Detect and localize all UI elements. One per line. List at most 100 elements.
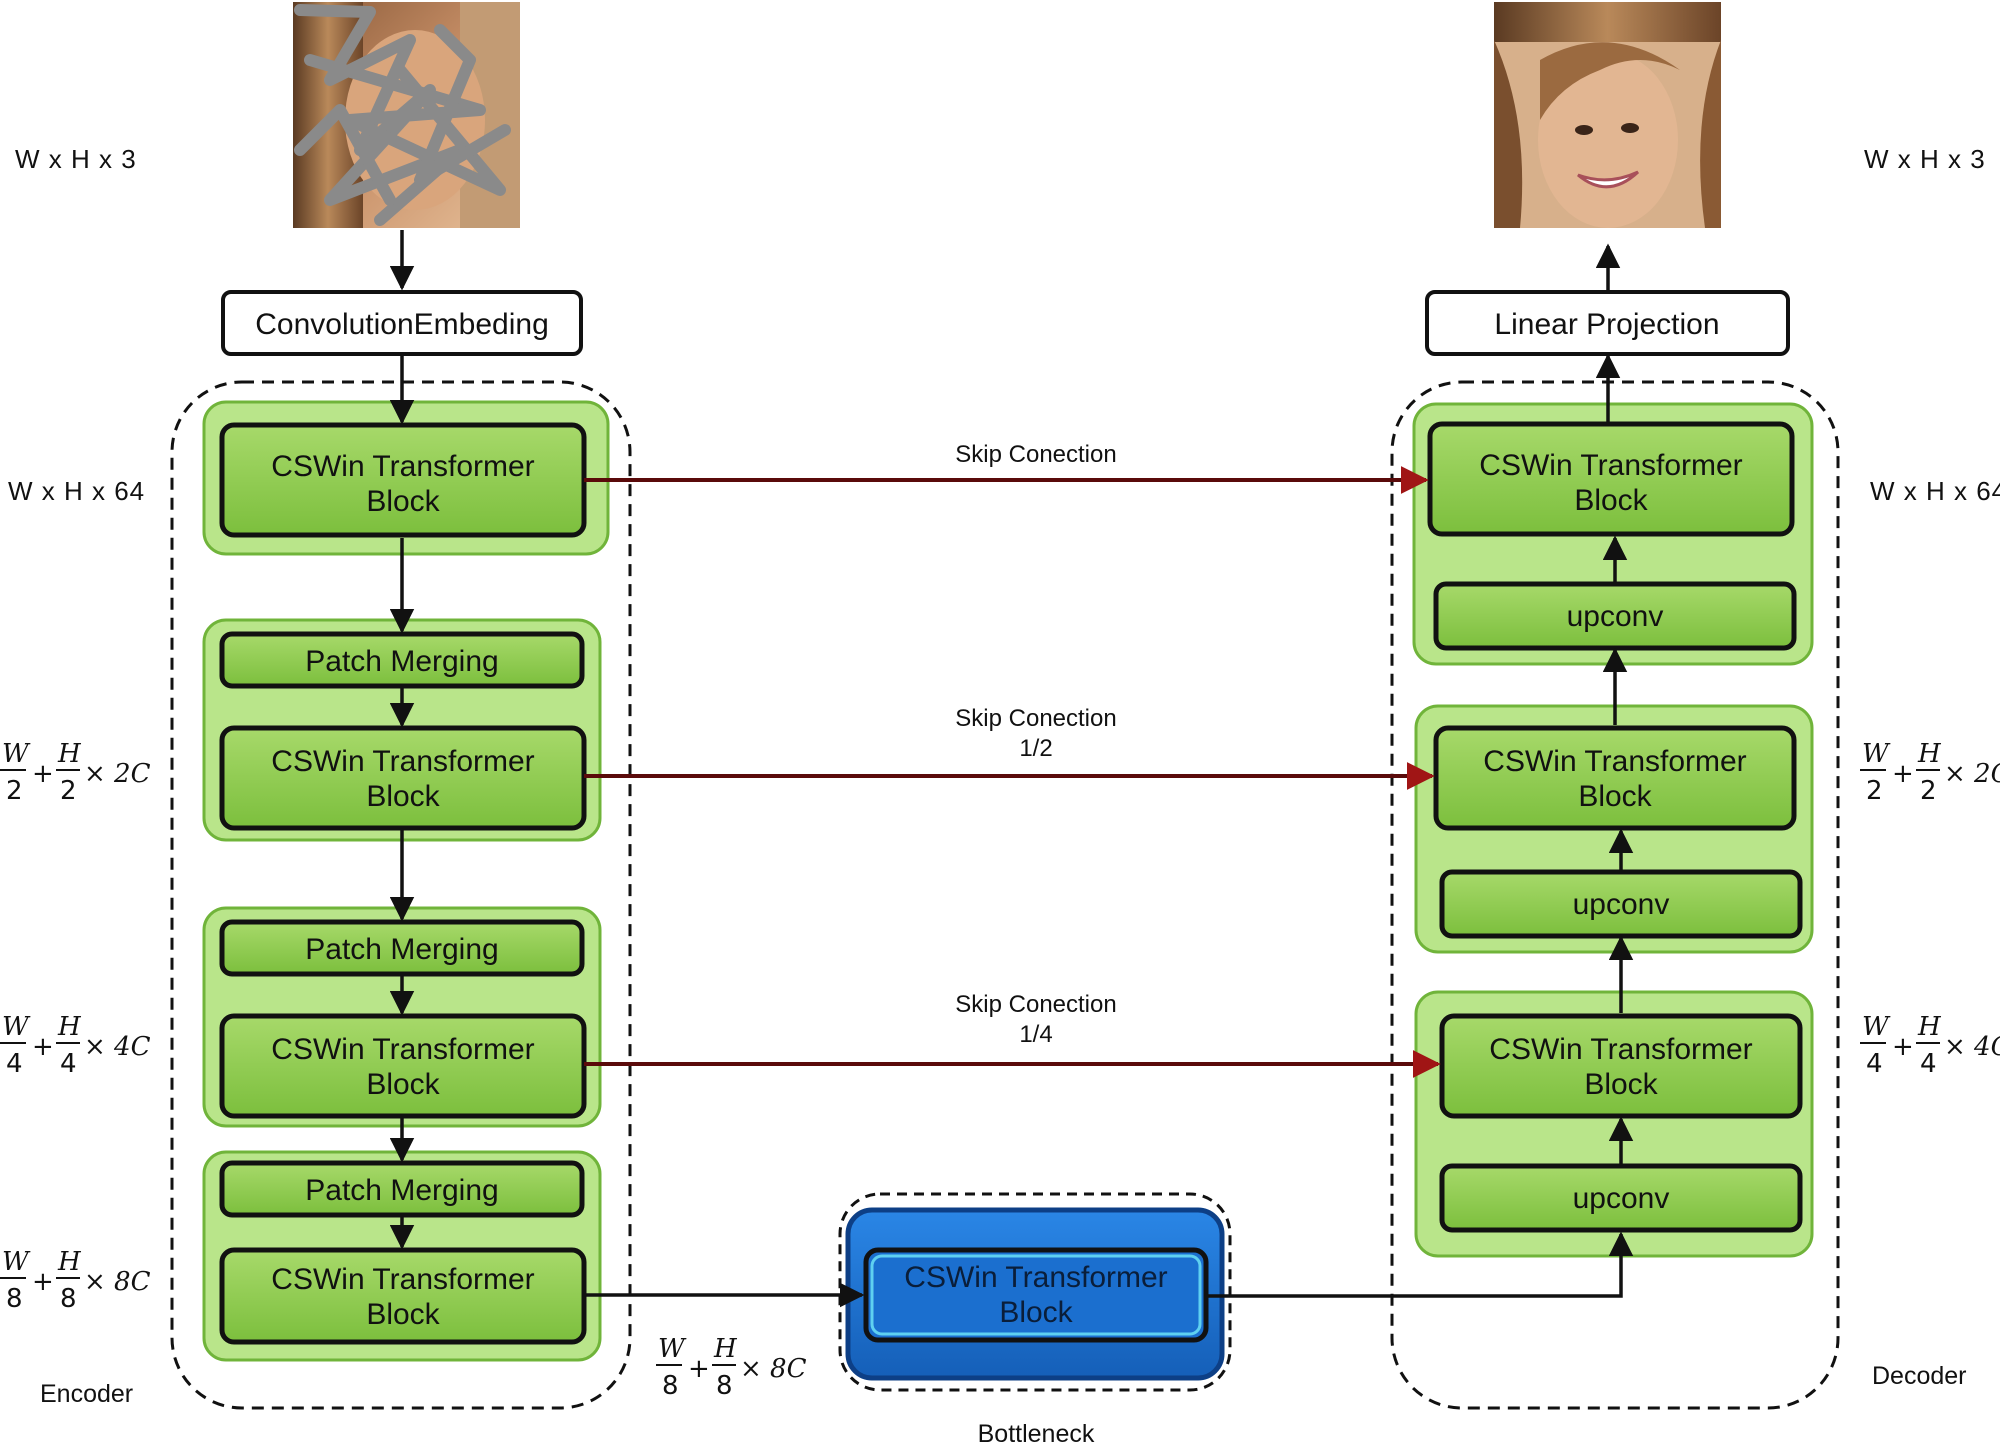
- encoder-cswin-block-4: CSWin Transformer Block: [219, 1247, 587, 1345]
- svg-text:upconv: upconv: [1573, 1182, 1670, 1215]
- svg-text:Block: Block: [999, 1296, 1073, 1329]
- level2-dim-right: W 2 + H 2 × 2C: [1860, 739, 2000, 806]
- svg-text:Skip Conection: Skip Conection: [955, 991, 1116, 1018]
- svg-text:W: W: [2, 1247, 31, 1277]
- svg-text:Block: Block: [366, 1298, 440, 1331]
- svg-text:H: H: [713, 1334, 738, 1364]
- svg-text:× 4C: × 4C: [1944, 1032, 2000, 1062]
- svg-text:Patch Merging: Patch Merging: [305, 933, 498, 966]
- svg-text:+: +: [1892, 759, 1914, 789]
- svg-text:8: 8: [662, 1371, 679, 1401]
- svg-text:H: H: [57, 1247, 82, 1277]
- svg-text:CSWin Transformer: CSWin Transformer: [1483, 745, 1746, 778]
- decoder-flow-arrows: [1595, 243, 1634, 1164]
- level1-dim-left: W x H x 64: [8, 476, 145, 506]
- level4-dim-left: W 8 + H 8 × 8C: [0, 1247, 151, 1314]
- svg-text:× 2C: × 2C: [1944, 759, 2000, 789]
- svg-text:Block: Block: [1584, 1068, 1658, 1101]
- svg-text:Patch Merging: Patch Merging: [305, 645, 498, 678]
- svg-text:CSWin Transformer: CSWin Transformer: [271, 1263, 534, 1296]
- svg-text:1/2: 1/2: [1019, 735, 1052, 762]
- svg-text:8: 8: [60, 1284, 77, 1314]
- encoder-stage-3: Patch Merging CSWin Transformer Block: [202, 906, 602, 1128]
- decoder-region: [1390, 380, 1840, 1410]
- svg-text:W: W: [658, 1334, 687, 1364]
- bottleneck-dim-label: W 8 + H 8 × 8C: [656, 1334, 807, 1401]
- svg-text:2: 2: [1866, 776, 1883, 806]
- encoder-stage-4: Patch Merging CSWin Transformer Block: [202, 1150, 602, 1362]
- decoder-upconv-1: upconv: [1433, 581, 1797, 651]
- svg-text:4: 4: [1866, 1049, 1883, 1079]
- skip-connection-2: Skip Conection 1/2: [584, 705, 1435, 790]
- linear-projection-box: Linear Projection: [1425, 290, 1790, 356]
- svg-text:W: W: [2, 1012, 31, 1042]
- svg-text:W: W: [1862, 1012, 1891, 1042]
- output-dim-label: W x H x 3: [1864, 144, 1986, 174]
- encoder-cswin-block-1: CSWin Transformer Block: [219, 422, 587, 538]
- svg-text:CSWin Transformer: CSWin Transformer: [271, 450, 534, 483]
- decoder-stage-2: CSWin Transformer Block upconv: [1414, 704, 1814, 954]
- encoder-cswin-block-3: CSWin Transformer Block: [219, 1013, 587, 1119]
- svg-text:8: 8: [6, 1284, 23, 1314]
- input-masked-image: [293, 2, 520, 228]
- svg-text:ConvolutionEmbeding: ConvolutionEmbeding: [255, 308, 549, 341]
- svg-text:+: +: [1892, 1032, 1914, 1062]
- svg-text:× 4C: × 4C: [84, 1032, 151, 1062]
- svg-text:CSWin Transformer: CSWin Transformer: [271, 745, 534, 778]
- bottleneck-cswin-block: CSWin Transformer Block: [863, 1247, 1209, 1343]
- decoder-upconv-2: upconv: [1439, 869, 1803, 939]
- svg-text:+: +: [32, 759, 54, 789]
- encoder-patch-merging-3: Patch Merging: [219, 1160, 585, 1218]
- svg-text:× 2C: × 2C: [84, 759, 151, 789]
- decoder-cswin-block-2: CSWin Transformer Block: [1433, 725, 1797, 831]
- svg-text:H: H: [57, 1012, 82, 1042]
- svg-text:2: 2: [6, 776, 23, 806]
- svg-text:+: +: [688, 1354, 710, 1384]
- mask-strokes: [294, 4, 511, 226]
- svg-text:CSWin Transformer: CSWin Transformer: [271, 1033, 534, 1066]
- decoder-label: Decoder: [1872, 1362, 1967, 1390]
- svg-text:Skip Conection: Skip Conection: [955, 705, 1116, 732]
- skip-connection-3: Skip Conection 1/4: [584, 991, 1441, 1078]
- encoder-patch-merging-2: Patch Merging: [219, 919, 585, 977]
- svg-text:Linear Projection: Linear Projection: [1494, 308, 1719, 341]
- svg-text:+: +: [32, 1032, 54, 1062]
- decoder-cswin-block-3: CSWin Transformer Block: [1439, 1013, 1803, 1119]
- svg-text:4: 4: [6, 1049, 23, 1079]
- encoder-patch-merging-1: Patch Merging: [219, 631, 585, 689]
- svg-text:8: 8: [716, 1371, 733, 1401]
- svg-text:H: H: [1917, 739, 1942, 769]
- encoder-label: Encoder: [40, 1380, 133, 1408]
- bottleneck-block: CSWin Transformer Block: [845, 1207, 1225, 1381]
- svg-text:upconv: upconv: [1567, 600, 1664, 633]
- encoder-stage-1: CSWin Transformer Block: [202, 400, 610, 556]
- svg-text:2: 2: [1920, 776, 1937, 806]
- svg-text:Block: Block: [1574, 484, 1648, 517]
- svg-text:W: W: [2, 739, 31, 769]
- encoder-region: [170, 380, 632, 1410]
- svg-text:H: H: [57, 739, 82, 769]
- level2-dim-left: W 2 + H 2 × 2C: [0, 739, 151, 806]
- level3-dim-right: W 4 + H 4 × 4C: [1860, 1012, 2000, 1079]
- output-reconstructed-image: [1494, 2, 1721, 228]
- svg-text:CSWin Transformer: CSWin Transformer: [1489, 1033, 1752, 1066]
- skip-connection-1: Skip Conection: [584, 441, 1429, 494]
- svg-text:upconv: upconv: [1573, 888, 1670, 921]
- decoder-upconv-3: upconv: [1439, 1163, 1803, 1233]
- svg-text:CSWin Transformer: CSWin Transformer: [904, 1261, 1167, 1294]
- svg-text:Block: Block: [366, 1068, 440, 1101]
- svg-text:+: +: [32, 1267, 54, 1297]
- svg-text:CSWin Transformer: CSWin Transformer: [1479, 449, 1742, 482]
- encoder-stage-2: Patch Merging CSWin Transformer Block: [202, 618, 602, 842]
- decoder-stage-3: CSWin Transformer Block upconv: [1414, 990, 1814, 1258]
- svg-text:× 8C: × 8C: [84, 1267, 151, 1297]
- svg-text:H: H: [1917, 1012, 1942, 1042]
- svg-text:4: 4: [1920, 1049, 1937, 1079]
- level3-dim-left: W 4 + H 4 × 4C: [0, 1012, 151, 1079]
- decoder-stage-1: CSWin Transformer Block upconv: [1412, 402, 1814, 666]
- bottleneck-connections: [586, 1231, 1634, 1308]
- svg-text:Skip Conection: Skip Conection: [955, 441, 1116, 468]
- svg-text:Patch Merging: Patch Merging: [305, 1174, 498, 1207]
- svg-text:2: 2: [60, 776, 77, 806]
